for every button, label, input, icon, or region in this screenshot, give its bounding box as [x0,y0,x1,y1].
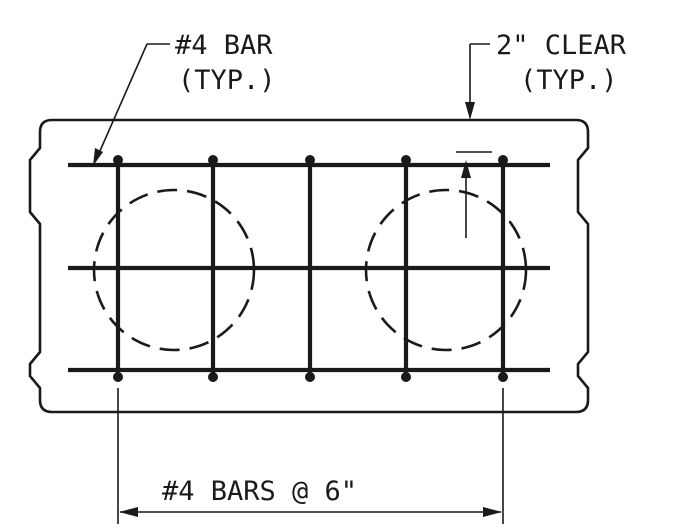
dimension-arrowhead-right [483,507,502,517]
clear-cover-arrowhead [461,160,471,178]
bar-dots [113,155,508,382]
clear-callout-line2: (TYP.) [520,65,618,96]
bar-dot [208,155,218,165]
clear-callout: 2" CLEAR (TYP.) [465,30,627,120]
bar-dot [113,155,123,165]
slab-section-outline [28,118,590,414]
bar-dot [498,372,508,382]
bar-callout-line1: #4 BAR [175,30,273,61]
bar-callout-arrowhead [93,148,103,166]
bar-callout-line2: (TYP.) [178,65,276,96]
bar-dot [208,372,218,382]
bar-callout-leader [95,43,148,161]
bar-dot [113,372,123,382]
dimension-arrowhead-left [119,507,138,517]
clear-callout-arrowhead [465,102,475,120]
spacing-callout: #4 BARS @ 6" [162,476,357,507]
bar-dot [401,155,411,165]
bar-dot [305,155,315,165]
clear-callout-line1: 2" CLEAR [496,30,627,61]
bar-dot [401,372,411,382]
bar-callout: #4 BAR (TYP.) [93,30,276,166]
bar-dot [305,372,315,382]
bar-dot [498,155,508,165]
spacing-dimension: #4 BARS @ 6" [117,388,504,524]
clear-cover-dimension [456,151,492,238]
